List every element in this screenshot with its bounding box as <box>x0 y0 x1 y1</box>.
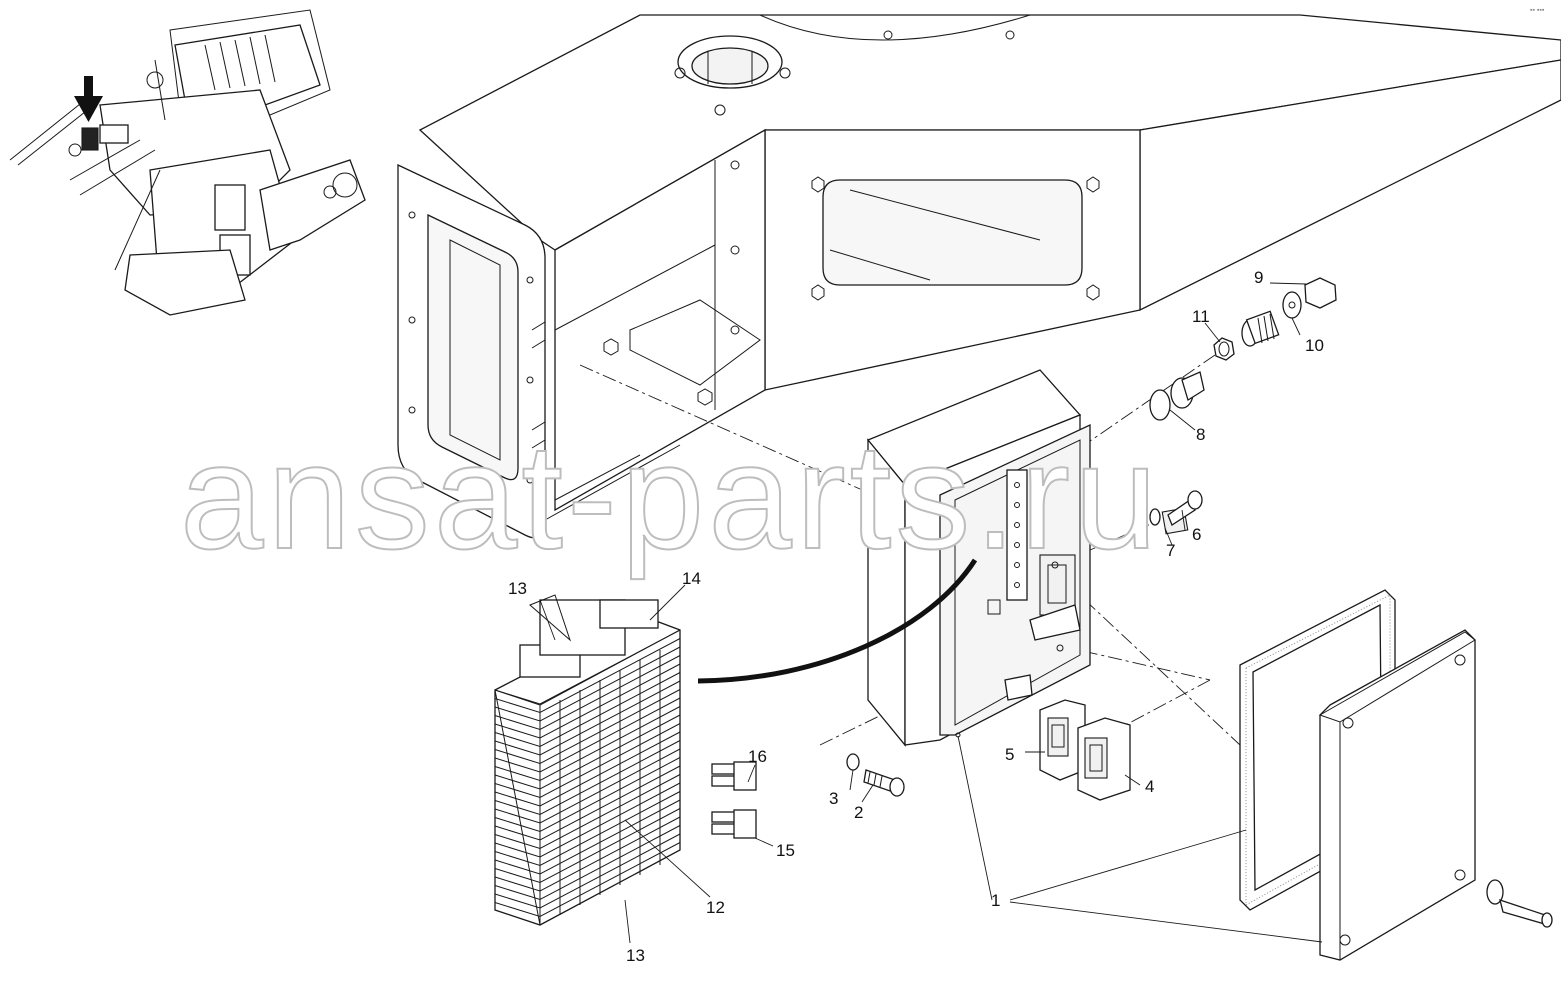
callout-8: 8 <box>1196 425 1205 444</box>
block-fin <box>494 689 681 765</box>
block-fin <box>494 748 681 824</box>
callout-5: 5 <box>1005 745 1014 764</box>
block-fin <box>494 825 681 901</box>
callout-16: 16 <box>748 747 767 766</box>
callouts: 1 2 3 4 5 6 7 8 9 10 11 12 13 13 14 15 1… <box>508 268 1324 965</box>
cover-plate <box>1318 629 1476 961</box>
block-fin <box>494 629 681 705</box>
block-fin <box>494 799 681 875</box>
block-fin <box>494 774 681 850</box>
callout-11: 11 <box>1192 307 1210 326</box>
block-fin <box>494 842 681 918</box>
relay-4 <box>1077 717 1131 801</box>
electrical-box <box>866 369 1091 747</box>
callout-15: 15 <box>776 841 795 860</box>
callout-12: 12 <box>706 898 725 917</box>
cable-gland-assembly <box>1149 277 1337 421</box>
block-fin <box>494 765 681 841</box>
block-fin <box>494 663 681 739</box>
cable <box>697 558 978 684</box>
block-fin <box>494 706 681 782</box>
cover-screw <box>1486 879 1553 928</box>
block-fin <box>494 816 681 892</box>
callout-1: 1 <box>991 891 1000 910</box>
callout-4: 4 <box>1145 777 1154 796</box>
block-fin <box>494 714 681 790</box>
block-fin <box>494 757 681 833</box>
callout-7: 7 <box>1166 541 1175 560</box>
corner-mark: ▪▪ ▪▪▪ <box>1530 7 1545 14</box>
block-fin <box>494 655 681 731</box>
fuses <box>711 761 757 839</box>
fuse-relay-block <box>494 594 681 926</box>
block-fin <box>494 672 681 748</box>
block-fin <box>494 782 681 858</box>
callout-10: 10 <box>1305 336 1324 355</box>
block-fin <box>494 791 681 867</box>
screw-and-washer-side <box>1149 490 1203 535</box>
block-fin <box>494 646 681 722</box>
block-fin <box>494 680 681 756</box>
callout-3: 3 <box>829 789 838 808</box>
block-fin <box>494 697 681 773</box>
callout-2: 2 <box>854 803 863 822</box>
leader-lines <box>539 282 1323 944</box>
callout-13-bottom: 13 <box>626 946 645 965</box>
callout-14: 14 <box>682 569 701 588</box>
callout-9: 9 <box>1254 268 1263 287</box>
screw-2-washer-3 <box>846 753 905 797</box>
watermark: ansat-parts.ru <box>180 412 1161 580</box>
block-fin <box>494 723 681 799</box>
down-arrow-icon <box>74 76 103 122</box>
block-fin <box>494 638 681 714</box>
block-fin <box>494 833 681 909</box>
block-fin <box>494 740 681 816</box>
callout-13-top: 13 <box>508 579 527 598</box>
machine-locator-thumbnail <box>9 9 366 316</box>
frame-casting <box>397 14 1561 539</box>
relay-5 <box>1039 699 1086 781</box>
block-fin <box>494 808 681 884</box>
block-fin <box>494 731 681 807</box>
callout-6: 6 <box>1192 525 1201 544</box>
